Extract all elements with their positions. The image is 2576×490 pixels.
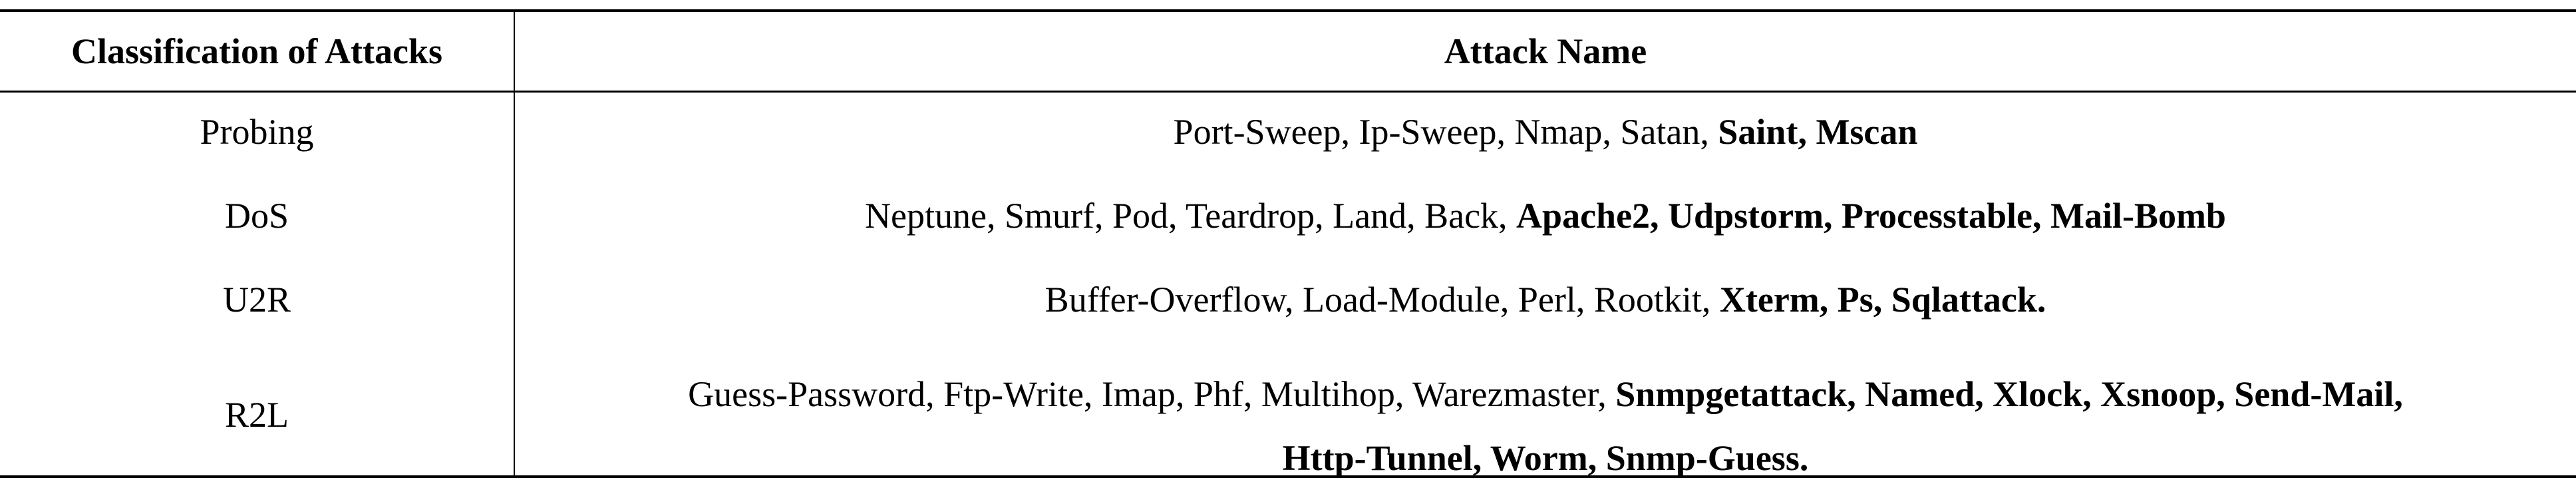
row-probing-attacks-bold: Saint, Mscan: [1718, 112, 1918, 152]
row-probing-attacks: Port-Sweep, Ip-Sweep, Nmap, Satan, Saint…: [515, 110, 2576, 154]
row-r2l-classification: R2L: [224, 395, 289, 435]
row-r2l-attacks-bold-line2: Http-Tunnel, Worm, Snmp-Guess.: [1282, 438, 1809, 478]
row-u2r-attacks-bold: Xterm, Ps, Sqlattack.: [1719, 280, 2046, 320]
row-r2l-attacks-regular: Guess-Password, Ftp-Write, Imap, Phf, Mu…: [688, 374, 1616, 414]
row-dos-attacks-bold: Apache2, Udpstorm, Processtable, Mail-Bo…: [1516, 196, 2226, 236]
row-u2r-classification: U2R: [222, 280, 291, 320]
header-classification: Classification of Attacks: [71, 31, 442, 71]
row-probing-classification: Probing: [200, 112, 314, 152]
table-header-rule: [0, 91, 2576, 93]
row-u2r-attacks: Buffer-Overflow, Load-Module, Perl, Root…: [515, 278, 2576, 322]
row-r2l-attacks-bold: Snmpgetattack, Named, Xlock, Xsnoop, Sen…: [1615, 374, 2403, 414]
table-top-rule: [0, 9, 2576, 12]
row-dos-attacks: Neptune, Smurf, Pod, Teardrop, Land, Bac…: [515, 194, 2576, 238]
row-probing-attacks-regular: Port-Sweep, Ip-Sweep, Nmap, Satan,: [1173, 112, 1718, 152]
row-dos-attacks-regular: Neptune, Smurf, Pod, Teardrop, Land, Bac…: [865, 196, 1517, 236]
row-r2l-attacks: Guess-Password, Ftp-Write, Imap, Phf, Mu…: [515, 362, 2576, 490]
table-bottom-rule: [0, 475, 2576, 478]
header-attack-name: Attack Name: [1444, 31, 1647, 71]
row-u2r-attacks-regular: Buffer-Overflow, Load-Module, Perl, Root…: [1045, 280, 1720, 320]
column-divider: [514, 9, 515, 478]
row-dos-classification: DoS: [224, 196, 289, 236]
